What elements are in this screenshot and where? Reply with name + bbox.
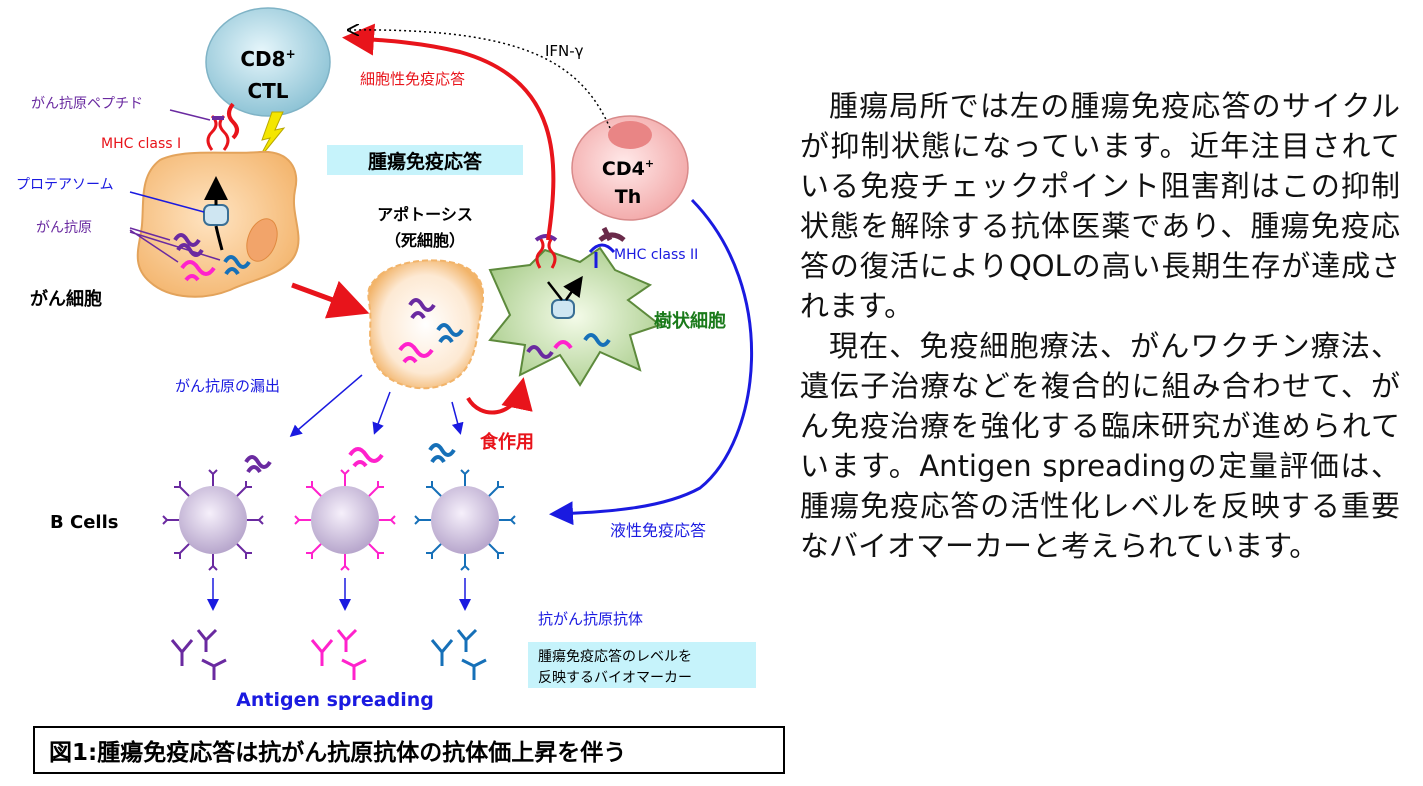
figure-caption: 図1:腫瘍免疫応答は抗がん抗原抗体の抗体価上昇を伴う <box>33 726 785 774</box>
antibodies-magenta <box>310 628 367 680</box>
antibodies-purple <box>170 628 227 680</box>
mhc2-label: MHC class II <box>614 247 698 263</box>
antigen-purple <box>526 345 554 359</box>
anti-antibody-label: 抗がん抗原抗体 <box>538 610 643 628</box>
biomarker-line2: 反映するバイオマーカー <box>538 670 692 686</box>
proteasome-icon <box>203 204 229 226</box>
apoptosis-label: アポトーシス <box>377 205 473 224</box>
pointer-line <box>169 109 211 121</box>
leak-arrow <box>372 391 391 435</box>
paragraph-2: 現在、免疫細胞療法、がんワクチン療法、遺伝子治療などを複合的に組み合わせて、がん… <box>800 329 1400 563</box>
mhc2-molecule <box>598 226 626 243</box>
b-cell <box>414 443 516 571</box>
dead-cell <box>367 259 485 390</box>
cellular-response-label: 細胞性免疫応答 <box>360 70 465 88</box>
description-text: 腫瘍局所では左の腫瘍免疫応答のサイクルが抑制状態になっています。近年注目されてい… <box>800 86 1400 566</box>
b-cell <box>294 447 396 571</box>
b-cell <box>162 455 272 571</box>
cancer-antigen-label: がん抗原 <box>36 220 92 236</box>
cd4-label: CD4+ <box>602 157 654 180</box>
ifn-arrow <box>350 30 611 129</box>
tumor-response-label: 腫瘍免疫応答 <box>368 150 483 173</box>
antigen-magenta <box>180 260 216 282</box>
antigen-spreading-label: Antigen spreading <box>236 689 434 711</box>
antigen-teal <box>583 333 611 347</box>
tumor-response-box <box>327 145 523 175</box>
humoral-response-label: 液性免疫応答 <box>610 521 706 540</box>
processing-arrow <box>216 182 222 251</box>
processing-arrow <box>547 280 580 301</box>
mhc2-molecule-dc <box>588 243 616 268</box>
cd8-label: CD8+ <box>240 47 295 71</box>
antigen-leak-label: がん抗原の漏出 <box>175 377 280 395</box>
leak-arrow <box>451 401 464 435</box>
antigen-purple <box>244 455 272 474</box>
antigen-teal <box>436 323 464 344</box>
phagocytosis-label: 食作用 <box>479 431 534 453</box>
mhc1-label: MHC class I <box>101 136 181 152</box>
phagocytosis-arrow <box>466 377 533 415</box>
antigen-peptide-mark <box>534 234 558 242</box>
biomarker-box <box>528 642 756 688</box>
antigen-purple <box>408 298 436 320</box>
dead-cell-label: （死細胞） <box>385 231 465 250</box>
cancer-cell-label: がん細胞 <box>30 288 102 310</box>
cd4-th-cell: CD4+ Th <box>571 115 689 221</box>
antigen-magenta <box>398 342 434 364</box>
lightning-icon <box>257 111 286 161</box>
proteasome-label: プロテアソーム <box>16 177 114 193</box>
leak-arrow <box>289 374 363 437</box>
ifn-label: IFN-γ <box>545 42 584 60</box>
antigen-peptide-label: がん抗原ペプチド <box>31 96 143 112</box>
cancer-nucleus <box>246 218 278 262</box>
humoral-response-arrow <box>549 198 754 526</box>
pointer-line <box>129 191 205 213</box>
biomarker-line1: 腫瘍免疫応答のレベルを <box>538 648 692 665</box>
apoptosis-arrow <box>291 280 370 319</box>
cd8-ctl-cell: CD8+ CTL <box>205 7 331 117</box>
antigen-teal <box>428 443 456 464</box>
antigen-teal <box>223 255 251 276</box>
antigen-magenta <box>553 340 573 350</box>
immune-cycle-diagram: CD8+ CTL がん抗原ペプチド MHC class I プロテアソーム がん… <box>16 7 756 711</box>
tcr-receptor <box>227 102 239 140</box>
ctl-label: CTL <box>247 79 288 103</box>
caption-text: 図1:腫瘍免疫応答は抗がん抗原抗体の抗体価上昇を伴う <box>49 740 627 766</box>
th-label: Th <box>615 186 642 208</box>
antigen-magenta <box>348 447 384 468</box>
paragraph-1: 腫瘍局所では左の腫瘍免疫応答のサイクルが抑制状態になっています。近年注目されてい… <box>800 89 1400 323</box>
b-cells-label: B Cells <box>50 512 118 533</box>
cellular-response-arrow <box>342 23 556 241</box>
dendritic-cell-label: 樹状細胞 <box>654 310 726 332</box>
pointer-line <box>129 227 221 263</box>
mhc1-molecule <box>206 114 230 151</box>
antibodies-teal <box>430 628 487 680</box>
mhc1-molecule-dc <box>535 237 557 269</box>
proteasome-icon <box>551 299 575 319</box>
dendritic-cell <box>488 246 663 387</box>
